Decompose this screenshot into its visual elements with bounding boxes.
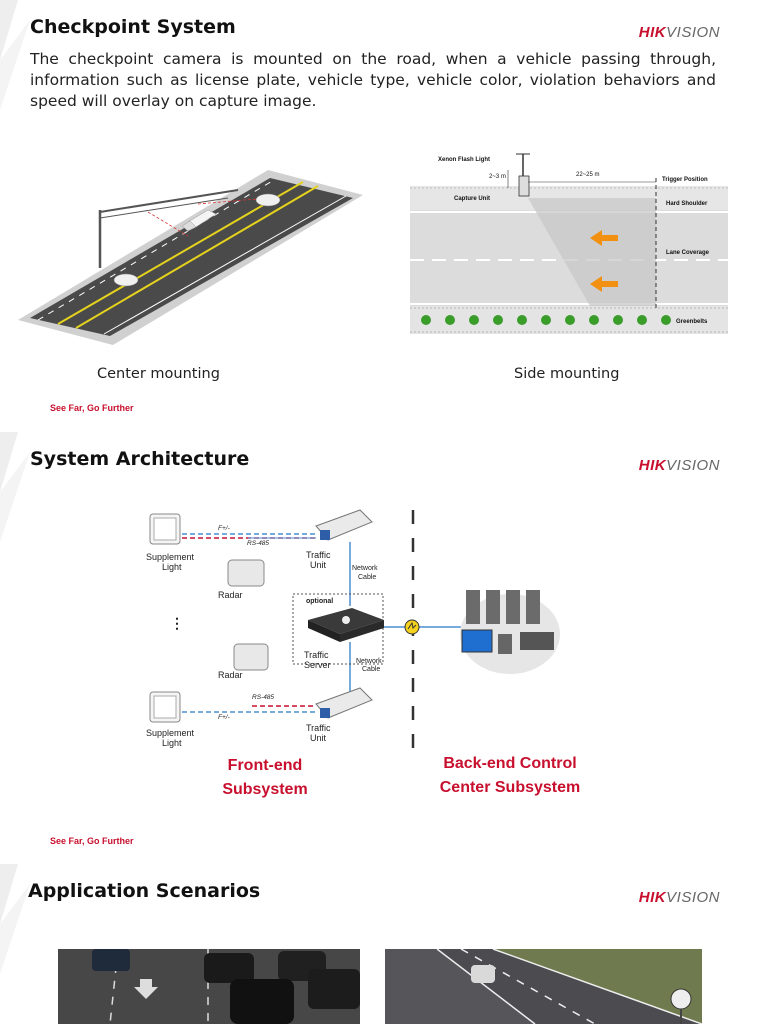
traffic-unit-camera-icon-top [315, 509, 373, 541]
svg-text:RS-485: RS-485 [247, 540, 269, 547]
slide-application-scenarios: Application Scenarios HIKVISION [0, 864, 768, 1024]
svg-text:⋮: ⋮ [170, 615, 184, 631]
svg-text:F+/-: F+/- [218, 525, 231, 532]
tagline: See Far, Go Further [50, 403, 134, 413]
architecture-diagram: Supplement Light F+/- RS-485 Radar Traff… [146, 509, 560, 750]
svg-text:Radar: Radar [218, 670, 243, 680]
slide-title: Checkpoint System [30, 16, 236, 38]
description-text: The checkpoint camera is mounted on the … [30, 50, 716, 110]
radar-icon-top [227, 559, 265, 587]
svg-text:Traffic: Traffic [306, 550, 331, 560]
svg-text:2~3 m: 2~3 m [489, 174, 506, 180]
svg-text:Supplement: Supplement [146, 552, 195, 562]
svg-text:Light: Light [162, 562, 182, 572]
svg-text:Supplement: Supplement [146, 728, 195, 738]
svg-text:Xenon Flash Light: Xenon Flash Light [438, 157, 490, 163]
svg-text:Traffic: Traffic [304, 650, 329, 660]
greenbelt-shrubs [421, 315, 671, 325]
svg-text:Cable: Cable [362, 666, 380, 673]
supplement-light-icon-bottom [149, 691, 181, 723]
slide-title: System Architecture [30, 448, 250, 470]
scenario-photo-traffic [58, 949, 360, 1024]
scenario-photo-highway [385, 949, 702, 1024]
supplement-light-icon-top [149, 513, 181, 545]
arrow-icon-lower [590, 276, 618, 292]
traffic-photo-graphic [58, 949, 360, 1024]
traffic-unit-camera-icon-bottom [315, 687, 373, 719]
svg-text:Cable: Cable [358, 574, 376, 581]
svg-text:Greenbelts: Greenbelts [676, 319, 708, 325]
arrow-icon-upper [590, 230, 618, 246]
highway-photo-graphic [385, 949, 702, 1024]
center-mounting-illustration [18, 170, 363, 345]
side-mounting-illustration: Xenon Flash Light 2~3 m 22~25 m Trigger … [410, 153, 728, 334]
corner-decoration [0, 864, 30, 974]
corner-decoration [0, 432, 30, 542]
network-switch-icon [404, 619, 420, 635]
control-center-icon [460, 590, 560, 674]
truck-icon [181, 209, 217, 232]
svg-text:Hard Shoulder: Hard Shoulder [666, 201, 708, 207]
svg-text:Radar: Radar [218, 590, 243, 600]
side-mounting-caption: Side mounting [514, 366, 620, 382]
center-mounting-caption: Center mounting [97, 366, 220, 382]
svg-text:optional: optional [306, 598, 333, 605]
svg-text:Trigger Position: Trigger Position [662, 177, 708, 183]
tagline: See Far, Go Further [50, 836, 134, 846]
car-icon-top [255, 193, 281, 207]
car-icon-bottom [113, 273, 139, 287]
svg-text:Capture Unit: Capture Unit [454, 196, 490, 202]
svg-text:Light: Light [162, 738, 182, 748]
radar-icon-bottom [233, 643, 269, 671]
slide-title: Application Scenarios [28, 880, 261, 902]
svg-text:Unit: Unit [310, 733, 327, 743]
svg-text:Unit: Unit [310, 560, 327, 570]
hikvision-logo: HIKVISION [638, 457, 720, 474]
corner-decoration [0, 0, 30, 110]
svg-text:Traffic: Traffic [306, 723, 331, 733]
traffic-server-icon [308, 608, 384, 642]
hikvision-logo: HIKVISION [638, 889, 720, 906]
svg-text:RS-485: RS-485 [252, 694, 274, 701]
slide-checkpoint-system: Checkpoint System HIKVISION The checkpoi… [0, 0, 768, 430]
slide-system-architecture: System Architecture HIKVISION [0, 432, 768, 862]
hikvision-logo: HIKVISION [638, 24, 720, 41]
svg-text:Network: Network [352, 565, 378, 572]
svg-text:Network: Network [356, 658, 382, 665]
svg-text:22~25 m: 22~25 m [576, 172, 600, 178]
svg-text:Lane Coverage: Lane Coverage [666, 250, 710, 256]
svg-text:Server: Server [304, 660, 331, 670]
svg-text:F+/-: F+/- [218, 714, 231, 721]
